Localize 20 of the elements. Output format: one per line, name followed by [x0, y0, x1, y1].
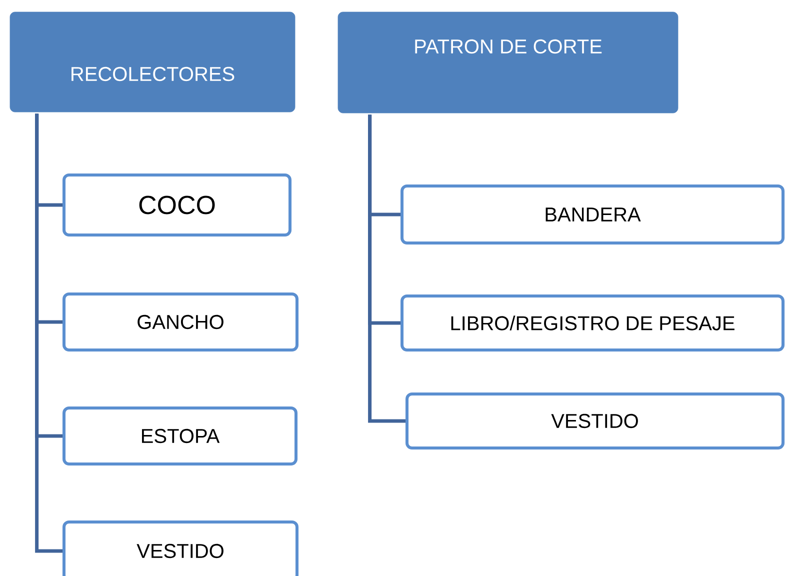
- box-label: COCO: [139, 196, 215, 214]
- box-label: RECOLECTORES: [72, 66, 234, 82]
- header-box: [10, 12, 296, 112]
- box-label: PATRON DE CORTE: [415, 39, 602, 54]
- box-label: LIBRO/REGISTRO DE PESAJE: [451, 316, 734, 330]
- item-box: [62, 406, 298, 466]
- item-box: [62, 520, 298, 576]
- header-box: [338, 12, 678, 114]
- item-box: [400, 184, 784, 244]
- item-box: [406, 392, 784, 450]
- box-label: ESTOPA: [142, 428, 220, 444]
- box-label: VESTIDO: [551, 414, 638, 428]
- box-label: VESTIDO: [136, 544, 224, 558]
- item-box: [62, 292, 298, 352]
- item-box: [400, 294, 784, 352]
- box-label: GANCHO: [138, 314, 224, 330]
- item-box: [62, 174, 292, 236]
- connector-line: [35, 114, 62, 553]
- connector-line: [368, 114, 406, 423]
- box-label: BANDERA: [546, 208, 641, 222]
